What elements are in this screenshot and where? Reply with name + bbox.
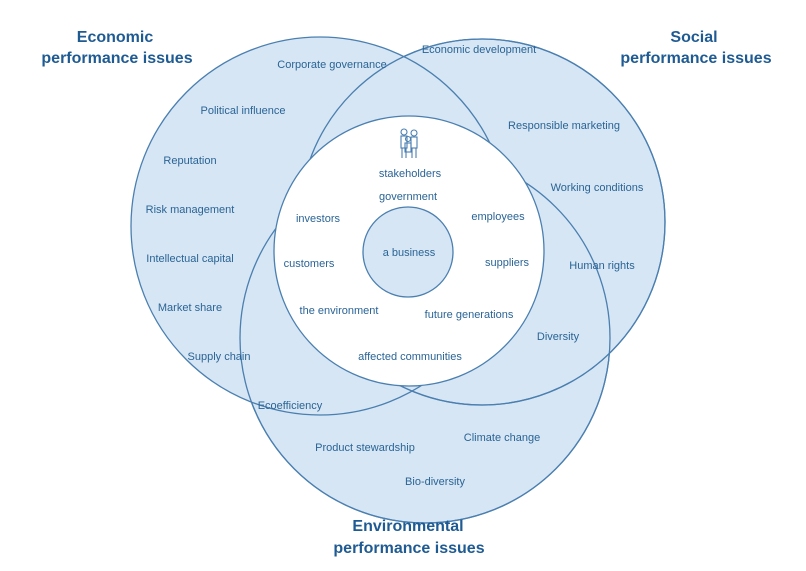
stakeholder-future-generations: future generations: [425, 309, 514, 321]
stakeholder-investors: investors: [296, 213, 341, 225]
social-issue: Working conditions: [551, 182, 644, 194]
social-issue: Diversity: [537, 331, 580, 343]
economic-issue: Intellectual capital: [146, 253, 233, 265]
social-issue: Responsible marketing: [508, 120, 620, 132]
stakeholder-the-environment: the environment: [300, 305, 379, 317]
business-label: a business: [383, 247, 436, 259]
stakeholder-government: government: [379, 191, 437, 203]
economic-issue: Corporate governance: [277, 59, 386, 71]
economic-issue: Market share: [158, 302, 222, 314]
social-title-line2: performance issues: [620, 50, 771, 67]
business-circle: [362, 206, 454, 298]
stakeholders-heading: stakeholders: [379, 168, 442, 180]
economic-issue: Reputation: [163, 155, 216, 167]
social-issue: Human rights: [569, 260, 635, 272]
stakeholder-employees: employees: [471, 211, 525, 223]
economic-title-line1: Economic: [77, 29, 154, 46]
environmental-title-line2: performance issues: [333, 540, 484, 557]
environmental-issue: Climate change: [464, 432, 540, 444]
economic-issue: Political influence: [201, 105, 286, 117]
social-title-line1: Social: [670, 29, 717, 46]
economic-issue: Supply chain: [188, 351, 251, 363]
economic-issue: Risk management: [146, 204, 235, 216]
stakeholder-customers: customers: [284, 258, 335, 270]
people-group-icon: [400, 128, 418, 158]
economic-issue: Ecoefficiency: [258, 400, 323, 412]
environmental-title-line1: Environmental: [352, 518, 463, 535]
environmental-issue: Bio-diversity: [405, 476, 465, 488]
stakeholder-affected-communities: affected communities: [358, 351, 462, 363]
economic-title-line2: performance issues: [41, 50, 192, 67]
environmental-issue: Product stewardship: [315, 442, 415, 454]
stakeholder-suppliers: suppliers: [485, 257, 530, 269]
social-issue: Economic development: [422, 44, 536, 56]
